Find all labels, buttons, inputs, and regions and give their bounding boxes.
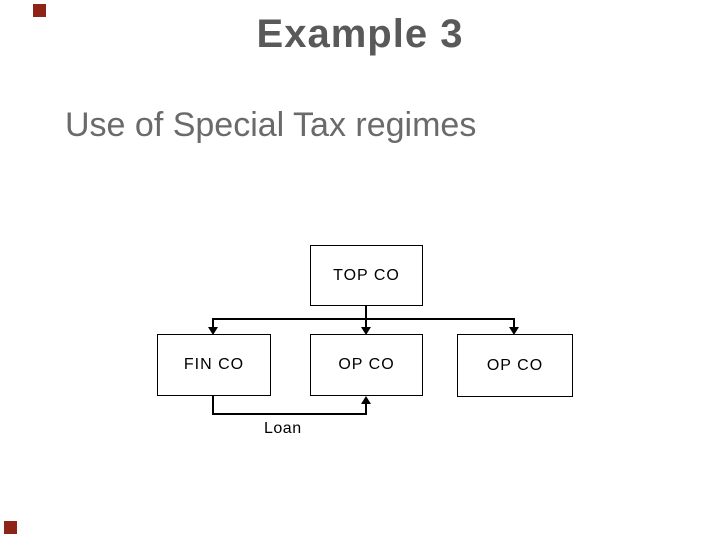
node-fin-co: FIN CO (157, 334, 271, 396)
arrowhead-down-icon (509, 327, 519, 335)
connector-topco-stub (365, 306, 367, 320)
loan-edge-label: Loan (264, 420, 302, 437)
arrowhead-up-icon (361, 396, 371, 404)
arrowhead-down-icon (208, 327, 218, 335)
slide-title: Example 3 (256, 12, 464, 56)
node-op-co-middle: OP CO (310, 334, 423, 396)
red-square-marker-bottom-left (4, 521, 17, 534)
connector-horizontal-rail (212, 318, 515, 320)
connector-loan-horizontal (212, 413, 367, 415)
node-top-co-label: TOP CO (333, 266, 400, 284)
connector-drop-op-co-middle (365, 318, 367, 329)
node-fin-co-label: FIN CO (183, 356, 245, 373)
node-op-co-middle-label: OP CO (338, 356, 395, 373)
node-op-co-right: OP CO (457, 334, 573, 397)
connector-loan-vertical-to-op-co (365, 403, 367, 414)
node-top-co: TOP CO (310, 245, 423, 306)
red-square-marker-top-left (33, 4, 46, 17)
connector-drop-op-co-right (513, 318, 515, 329)
connector-drop-fin-co (212, 318, 214, 329)
node-op-co-right-label: OP CO (486, 356, 544, 374)
connector-loan-vertical-from-fin-co (212, 396, 214, 415)
arrowhead-down-icon (361, 327, 371, 335)
slide-subtitle: Use of Special Tax regimes (65, 106, 477, 144)
